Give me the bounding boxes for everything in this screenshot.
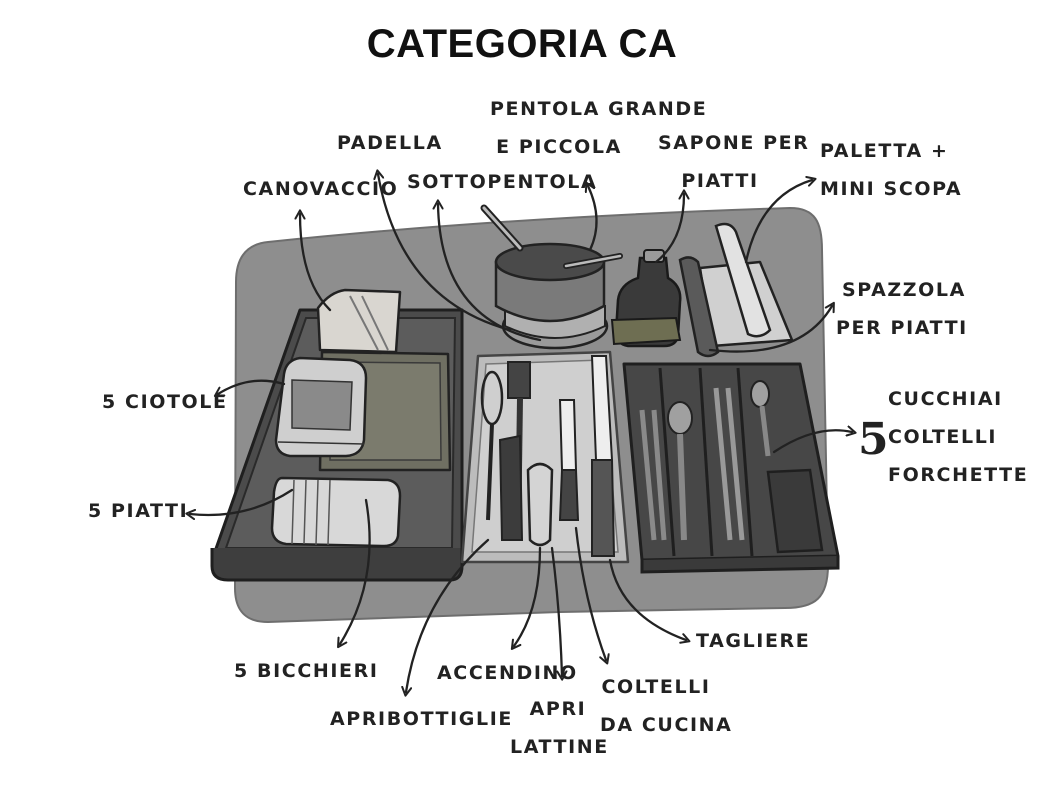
label-bicchieri: 5 BICCHIERI — [234, 660, 379, 682]
label-ciotole: 5 CIOTOLE — [102, 391, 228, 413]
label-tagliere: TAGLIERE — [696, 630, 811, 652]
arrow-pentola — [588, 186, 598, 252]
arrow-apribottiglie — [406, 538, 490, 692]
arrow-tagliere — [608, 558, 686, 640]
label-paletta: PALETTA +MINI SCOPA — [820, 140, 963, 200]
arrow-sapone — [654, 194, 684, 264]
label-sottopentola: SOTTOPENTOLA — [407, 171, 598, 193]
brush-and-dustpan-drawing — [678, 222, 794, 358]
label-apribottiglie: APRIBOTTIGLIE — [330, 708, 513, 730]
label-piatti: 5 PIATTI — [88, 500, 189, 522]
dish-towel-drawing — [316, 288, 402, 354]
label-padella: PADELLA — [337, 132, 443, 154]
arrow-paletta — [744, 180, 812, 264]
page-title: CATEGORIA CA — [366, 22, 678, 66]
arrow-posate — [772, 430, 852, 454]
pot-drawing — [480, 204, 623, 350]
arrow-ciotole — [218, 379, 286, 394]
arrow-canovaccio — [300, 214, 332, 312]
arrow-apri-lattine — [550, 546, 562, 676]
arrow-padella — [378, 174, 512, 332]
cutlery-tray — [622, 362, 840, 574]
arrow-coltelli-cucina — [574, 526, 606, 660]
label-posate-count: 5 — [858, 414, 889, 465]
arrow-spazzola — [708, 306, 832, 353]
arrow-bicchieri — [340, 498, 371, 644]
arrows — [190, 174, 852, 692]
utensil-tray — [460, 350, 630, 564]
plates-drawing — [270, 476, 402, 548]
soap-bottle-drawing — [610, 249, 682, 348]
label-canovaccio: CANOVACCIO — [243, 178, 399, 200]
bowls-drawing — [274, 356, 368, 458]
arrow-accendino — [514, 546, 542, 646]
arrow-piatti — [190, 488, 294, 515]
arrow-sottopentola — [438, 204, 542, 342]
label-accendino: ACCENDINO — [437, 662, 578, 684]
